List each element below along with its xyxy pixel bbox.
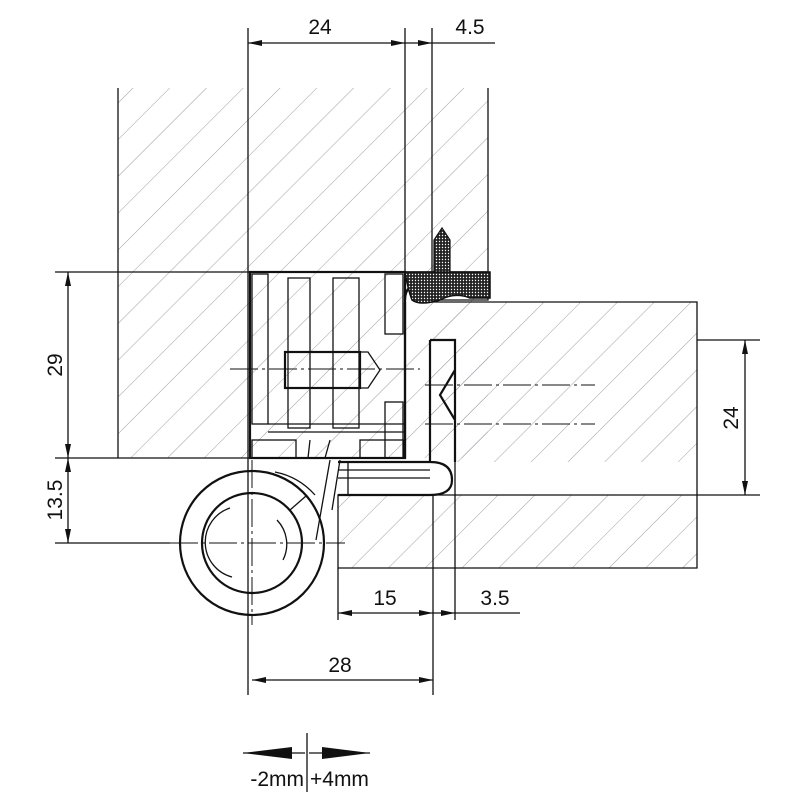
arrow-right-icon [322,747,370,759]
adjust-minus: -2mm [250,768,304,791]
dim-bottom-gap: 3.5 [480,587,509,610]
extension-lines [55,28,760,695]
center-lines [170,368,595,625]
dim-bottom-inner: 15 [373,587,396,610]
seal-profile [404,271,491,304]
dim-top-width: 24 [308,16,332,39]
adjust-plus: +4mm [310,768,369,791]
dim-left-lower: 13.5 [44,480,67,521]
dim-bottom-total: 28 [328,654,351,677]
seal-clip [433,226,451,273]
dimension-lines [65,40,748,683]
dim-top-offset: 4.5 [455,16,484,39]
adjustment-indicator: -2mm +4mm [243,733,370,792]
adjustment-screw [283,350,362,390]
dim-right-height: 24 [720,406,743,430]
hinge-body [248,226,491,497]
dim-left-height: 29 [44,353,67,376]
hinge-knuckle [178,459,341,617]
